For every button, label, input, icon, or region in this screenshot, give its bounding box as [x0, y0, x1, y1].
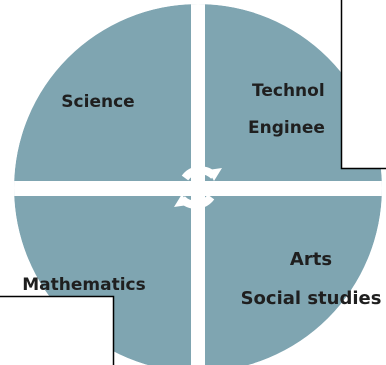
callout-box-top-right: [342, 0, 386, 168]
callout-box-bottom-left: [0, 297, 113, 365]
quadrant-label-science: Science: [61, 92, 134, 112]
callout-box-bottom-left-frame: [0, 295, 115, 365]
quadrant-label-arts: Arts: [290, 249, 332, 270]
horizontal-divider: [14, 181, 382, 196]
quadrant-label-social-studies: Social studies: [241, 288, 382, 309]
callout-box-top-right-frame: [340, 0, 386, 170]
cycle-arrows-icon: [174, 166, 222, 209]
quadrant-label-engineering: Enginee: [248, 118, 325, 138]
quadrant-label-technology: Technol: [252, 81, 325, 101]
quadrant-label-mathematics: Mathematics: [22, 275, 145, 295]
